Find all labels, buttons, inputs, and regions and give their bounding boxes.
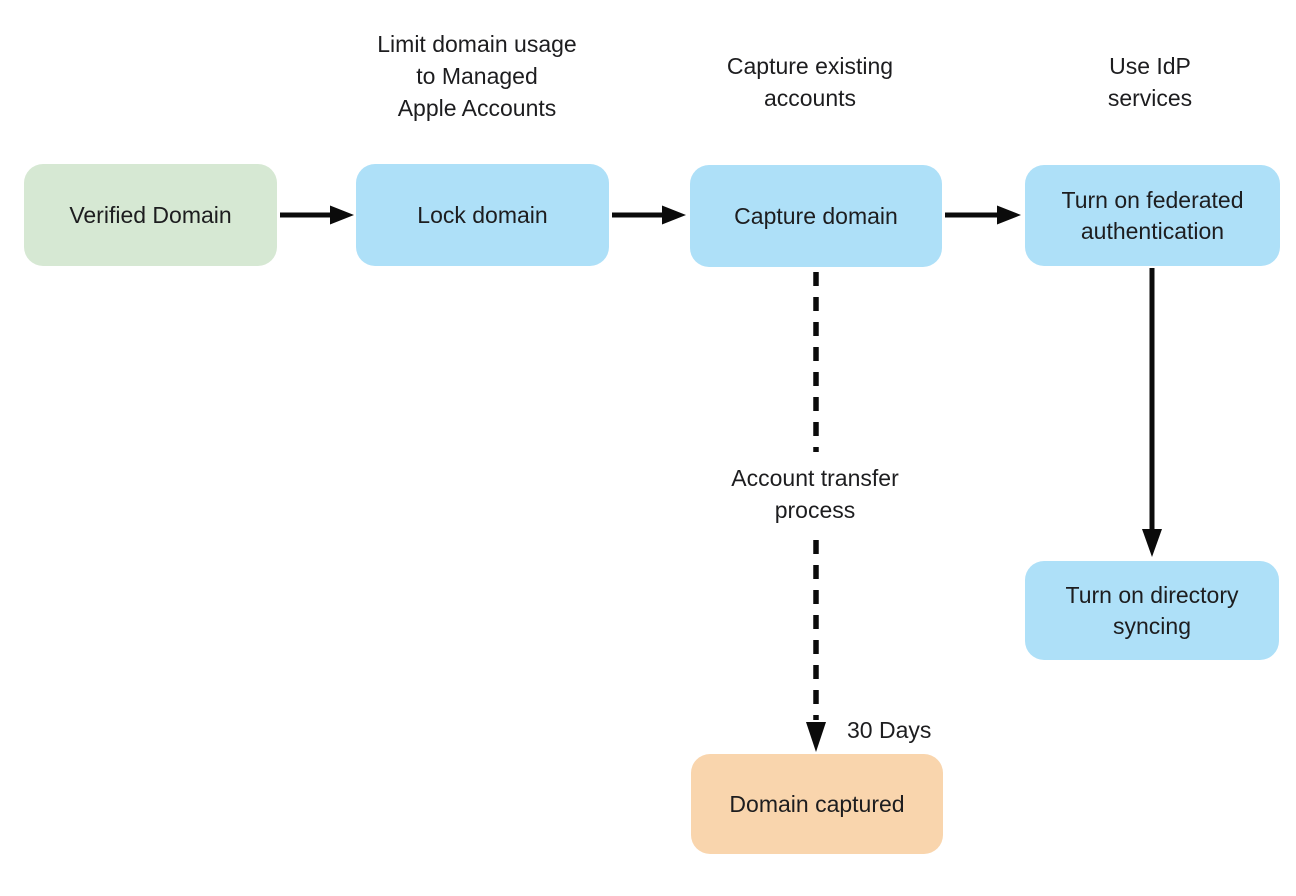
node-capture-domain: Capture domain: [690, 165, 942, 267]
heading-limit-domain-usage: Limit domain usage to Managed Apple Acco…: [377, 31, 577, 121]
arrow-federated-to-directory: [1142, 268, 1162, 557]
arrow-lock-to-capture: [612, 205, 686, 225]
node-lock-domain: Lock domain: [356, 164, 609, 266]
heading-capture-existing-accounts: Capture existing accounts: [726, 53, 894, 111]
node-domain-captured: Domain captured: [691, 754, 943, 854]
arrow-capture-to-federated: [945, 205, 1021, 225]
edge-label-account-transfer-process: Account transfer process: [731, 465, 899, 523]
arrow-verified-to-lock: [280, 205, 354, 225]
edge-label-30-days: 30 Days: [847, 717, 932, 743]
node-verified-domain: Verified Domain: [24, 164, 277, 266]
heading-use-idp-services: Use IdP services: [1107, 53, 1193, 111]
node-turn-on-federated-authentication: Turn on federated authentication: [1025, 165, 1280, 266]
node-turn-on-directory-syncing: Turn on directory syncing: [1025, 561, 1279, 660]
